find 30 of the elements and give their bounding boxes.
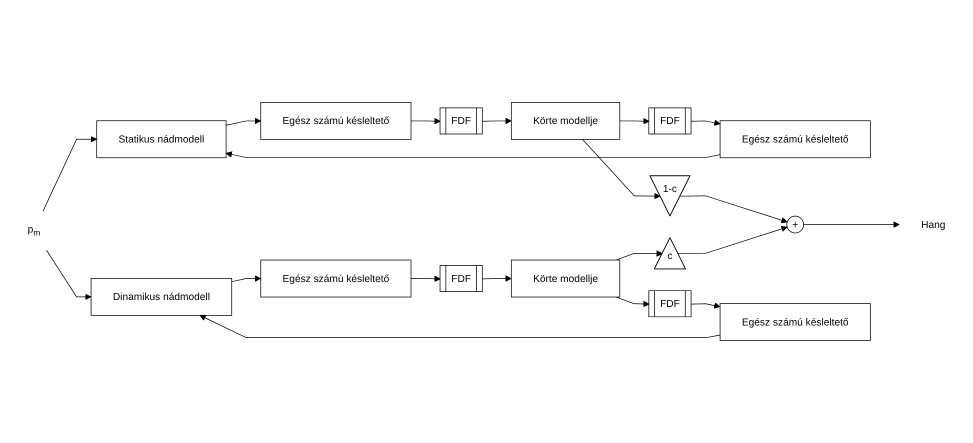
node-box: Egész számú késleltető	[260, 102, 412, 140]
node-circle: +	[786, 216, 804, 234]
node-box: Egész számú késleltető	[720, 120, 871, 158]
arrow	[691, 120, 720, 126]
node-box: Körte modellje	[510, 260, 620, 298]
node-text: p$_{m}$	[28, 223, 40, 238]
arrow	[619, 118, 650, 124]
arrow	[42, 136, 97, 212]
arrow	[691, 302, 720, 309]
arrow	[200, 314, 720, 338]
node-box: Dinamikus nádmodell	[90, 278, 232, 316]
node-text: Hang	[921, 218, 946, 230]
arrow	[616, 250, 663, 260]
arrow	[680, 195, 788, 224]
arrow	[46, 250, 92, 300]
arrow	[582, 139, 661, 200]
arrow	[803, 221, 900, 228]
arrow	[226, 118, 262, 126]
node-box: Statikus nádmodell	[96, 120, 226, 158]
arrow	[616, 296, 650, 308]
arrow	[482, 118, 512, 124]
node-box: Egész számú késleltető	[260, 260, 412, 298]
arrow	[410, 276, 441, 282]
arrow	[231, 275, 262, 282]
arrow	[678, 226, 788, 254]
node-box: Körte modellje	[510, 102, 620, 140]
arrow	[410, 118, 441, 124]
arrow	[226, 151, 720, 158]
arrow	[482, 275, 512, 282]
node-box: Egész számú késleltető	[720, 303, 871, 341]
